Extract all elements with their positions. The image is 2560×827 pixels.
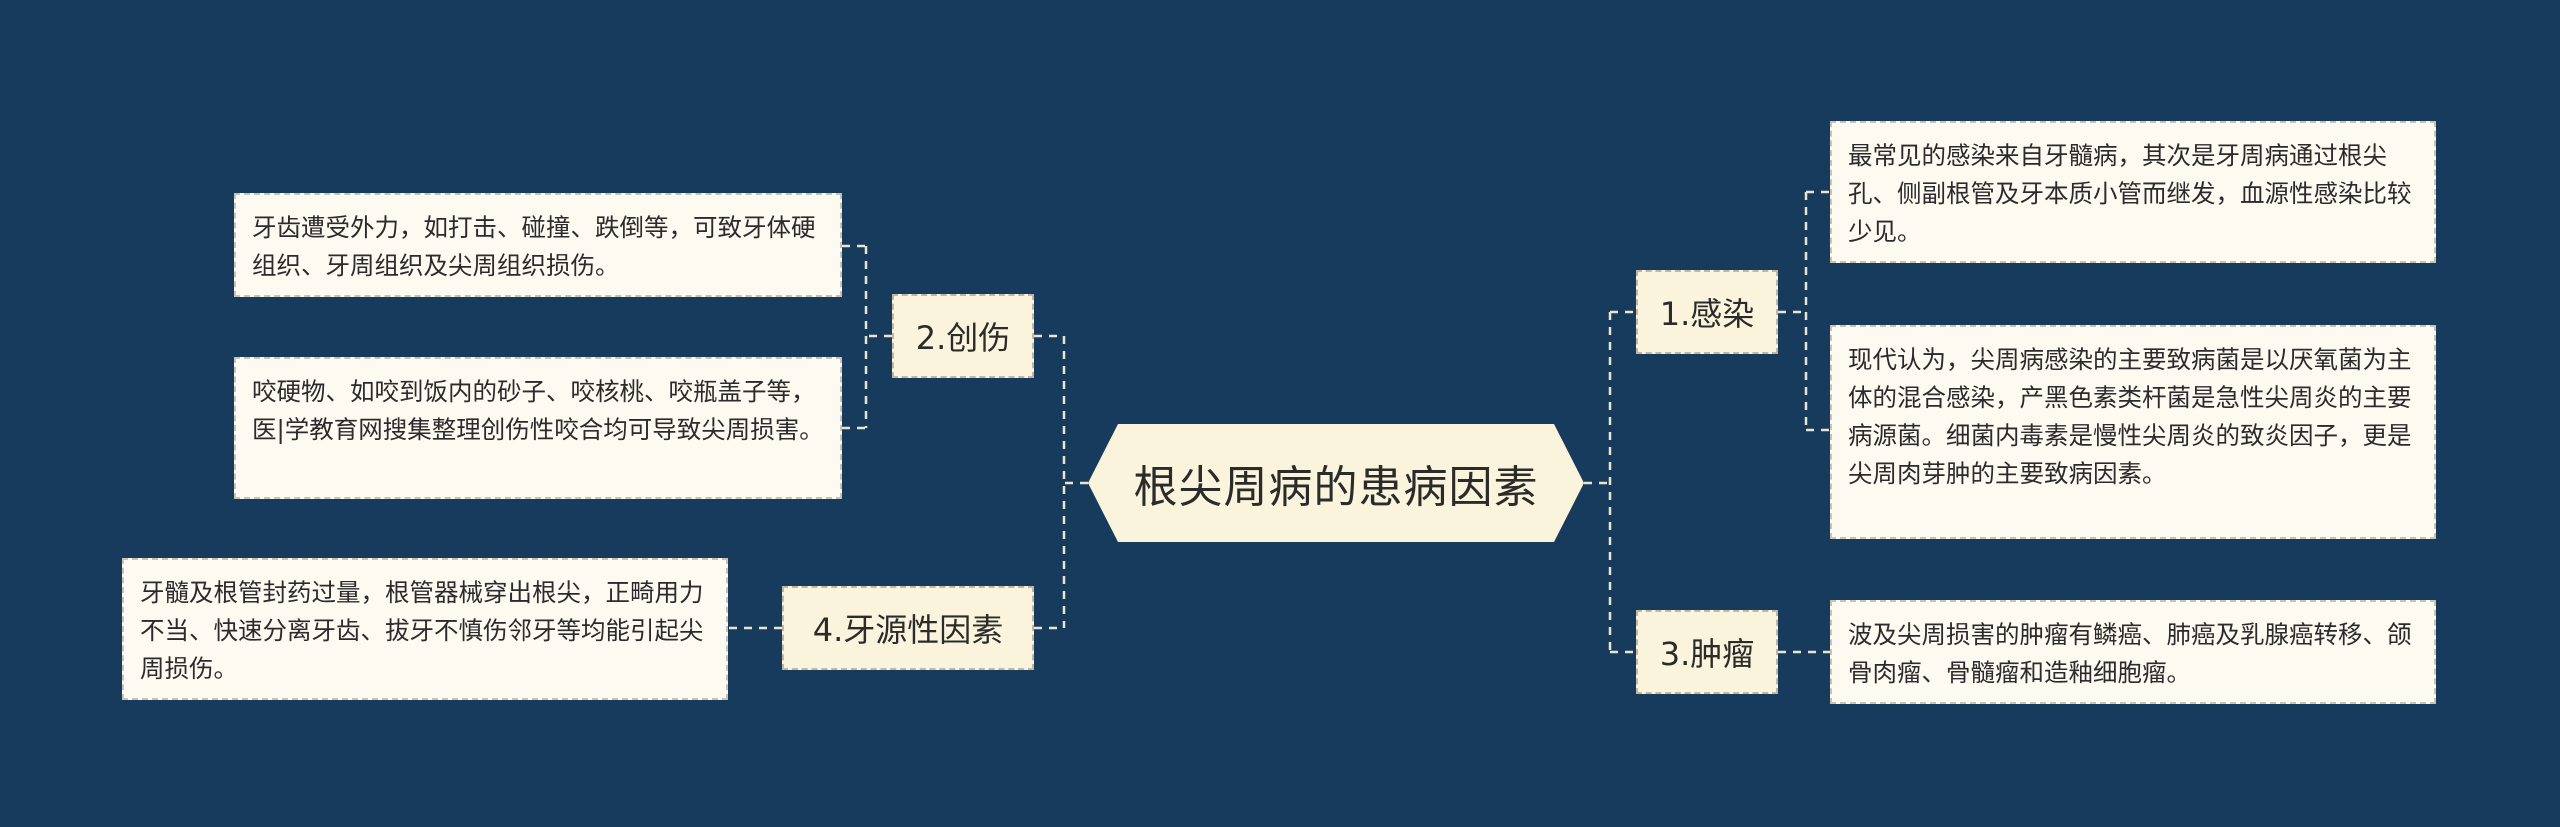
leaf-infection-source[interactable]: 最常见的感染来自牙髓病，其次是牙周病通过根尖孔、侧副根管及牙本质小管而继发，血源… [1830,121,2436,263]
branch-label: 4.牙源性因素 [812,611,1004,649]
leaf-text: 波及尖周损害的肿瘤有鳞癌、肺癌及乳腺癌转移、颌骨肉瘤、骨髓瘤和造釉细胞瘤。 [1848,620,2412,687]
leaf-trauma-external-force[interactable]: 牙齿遭受外力，如打击、碰撞、跌倒等，可致牙体硬组织、牙周组织及尖周组织损伤。 [234,193,842,297]
branch-tumor[interactable]: 3.肿瘤 [1636,610,1778,694]
leaf-text: 牙髓及根管封药过量，根管器械穿出根尖，正畸用力不当、快速分离牙齿、拔牙不慎伤邻牙… [140,578,704,683]
leaf-tumor[interactable]: 波及尖周损害的肿瘤有鳞癌、肺癌及乳腺癌转移、颌骨肉瘤、骨髓瘤和造釉细胞瘤。 [1830,600,2436,704]
branch-infection[interactable]: 1.感染 [1636,270,1778,354]
leaf-text: 牙齿遭受外力，如打击、碰撞、跌倒等，可致牙体硬组织、牙周组织及尖周组织损伤。 [252,213,816,280]
leaf-trauma-occlusal[interactable]: 咬硬物、如咬到饭内的砂子、咬核桃、咬瓶盖子等，医|学教育网搜集整理创伤性咬合均可… [234,357,842,499]
branch-label: 3.肿瘤 [1659,635,1755,673]
leaf-iatrogenic[interactable]: 牙髓及根管封药过量，根管器械穿出根尖，正畸用力不当、快速分离牙齿、拔牙不慎伤邻牙… [122,558,728,700]
leaf-text: 现代认为，尖周病感染的主要致病菌是以厌氧菌为主体的混合感染，产黑色素类杆菌是急性… [1848,345,2412,488]
branch-label: 1.感染 [1659,295,1755,333]
root-topic[interactable]: 根尖周病的患病因素 [1088,424,1584,542]
branch-label: 2.创伤 [915,319,1011,357]
leaf-text: 咬硬物、如咬到饭内的砂子、咬核桃、咬瓶盖子等，医|学教育网搜集整理创伤性咬合均可… [252,377,824,444]
leaf-infection-bacteria[interactable]: 现代认为，尖周病感染的主要致病菌是以厌氧菌为主体的混合感染，产黑色素类杆菌是急性… [1830,325,2436,539]
branch-iatrogenic[interactable]: 4.牙源性因素 [782,586,1034,670]
branch-trauma[interactable]: 2.创伤 [892,294,1034,378]
leaf-text: 最常见的感染来自牙髓病，其次是牙周病通过根尖孔、侧副根管及牙本质小管而继发，血源… [1848,141,2412,246]
root-title: 根尖周病的患病因素 [1133,462,1539,513]
